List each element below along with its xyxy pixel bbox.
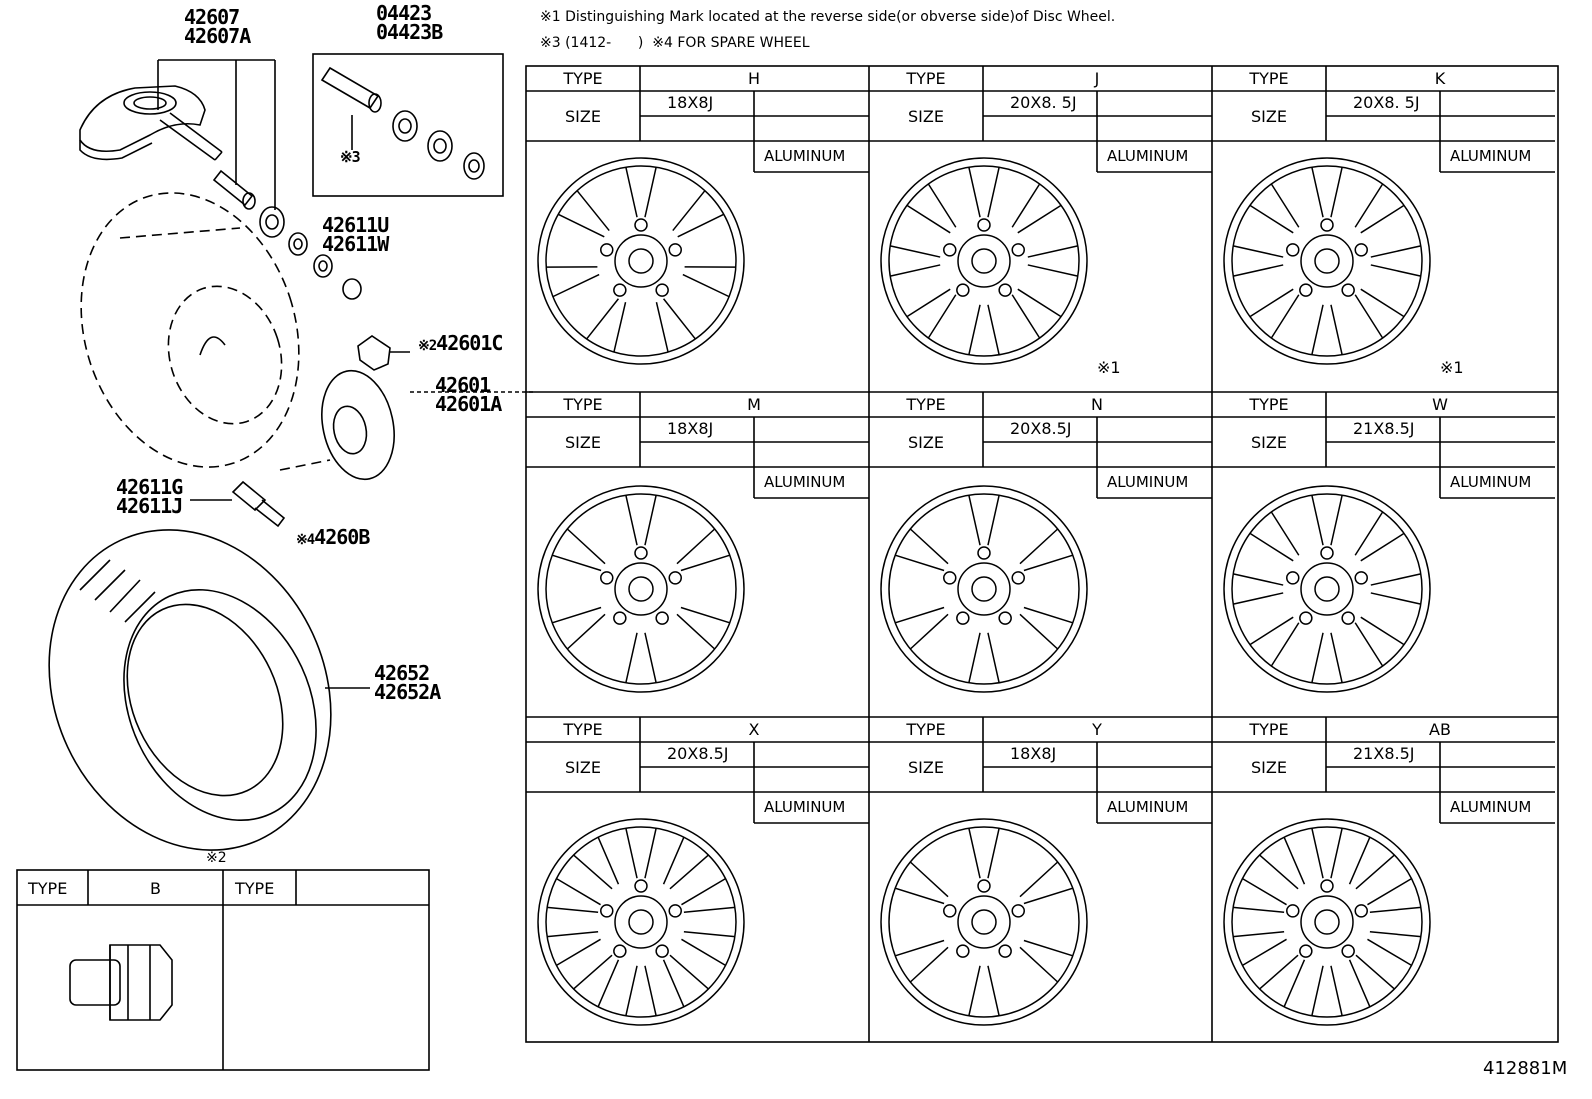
size-label: SIZE xyxy=(1251,758,1287,777)
distinguishing-mark-label: ※1 xyxy=(1440,358,1464,377)
label-valve-stem: 42611G 42611J xyxy=(116,475,183,518)
wheel-type-k: K xyxy=(1434,69,1446,88)
figure-id: 412881M xyxy=(1483,1058,1568,1079)
type-label: TYPE xyxy=(906,720,946,739)
size-label: SIZE xyxy=(565,758,601,777)
wheel-type-n: N xyxy=(1091,395,1103,414)
wheel-size: 18X8J xyxy=(667,419,714,438)
material-label: ALUMINUM xyxy=(1450,147,1532,165)
wheel-type-ab: AB xyxy=(1429,720,1451,739)
lug-nut-b-icon xyxy=(69,944,173,1021)
note-distinguishing-mark: ※1 Distinguishing Mark located at the re… xyxy=(540,9,1116,25)
wheel-j-icon xyxy=(880,157,1088,365)
type-label: TYPE xyxy=(1249,69,1289,88)
nut-table-type-b: B xyxy=(150,879,161,898)
label-valve-cap: 42611U 42611W xyxy=(322,213,389,256)
washer-icon xyxy=(259,206,285,238)
wheel-h-icon xyxy=(537,157,745,365)
material-label: ALUMINUM xyxy=(764,473,846,491)
note-date-spare: ※3 (1412- ) ※4 FOR SPARE WHEEL xyxy=(540,35,810,51)
wheel-m-icon xyxy=(537,485,745,693)
label-sensor: 42607 42607A xyxy=(184,5,251,48)
material-label: ALUMINUM xyxy=(764,147,846,165)
valve-kit-icon xyxy=(320,66,485,180)
wheel-type-x: X xyxy=(748,720,760,739)
wheel-size: 20X8. 5J xyxy=(1353,93,1420,112)
wheel-type-y: Y xyxy=(1092,720,1102,739)
size-label: SIZE xyxy=(908,433,944,452)
lug-nut-icon xyxy=(357,335,410,371)
wheel-w-icon xyxy=(1223,485,1431,693)
size-label: SIZE xyxy=(1251,107,1287,126)
type-label: TYPE xyxy=(563,69,603,88)
wheel-x-icon xyxy=(537,818,745,1026)
wheel-size: 20X8.5J xyxy=(1010,419,1072,438)
type-label: TYPE xyxy=(563,720,603,739)
wheel-size: 18X8J xyxy=(667,93,714,112)
wheel-type-h: H xyxy=(747,69,761,88)
size-label: SIZE xyxy=(565,433,601,452)
label-spare: ※44260B xyxy=(296,525,370,549)
valve-kit-box xyxy=(312,53,504,197)
wheel-size: 18X8J xyxy=(1010,744,1057,763)
wheel-type-w: W xyxy=(1432,395,1448,414)
size-label: SIZE xyxy=(908,107,944,126)
size-label: SIZE xyxy=(908,758,944,777)
tire-icon xyxy=(48,529,370,851)
label-lug-nut: ※242601C xyxy=(418,331,503,355)
type-label: TYPE xyxy=(1249,395,1289,414)
material-label: ALUMINUM xyxy=(764,798,846,816)
nut-table-type-label: TYPE xyxy=(28,879,68,898)
hub-ornament-icon xyxy=(321,369,395,481)
label-tire: 42652 42652A xyxy=(374,661,441,704)
wheel-y-icon xyxy=(880,818,1088,1026)
tpms-sensor-icon xyxy=(79,85,223,161)
type-label: TYPE xyxy=(1249,720,1289,739)
valve-stem-icon xyxy=(212,169,256,210)
type-label: TYPE xyxy=(563,395,603,414)
nut-table-marker: ※2 xyxy=(206,850,227,866)
wheel-size: 21X8.5J xyxy=(1353,419,1415,438)
wheel-outline-icon xyxy=(80,192,300,468)
material-label: ALUMINUM xyxy=(1450,798,1532,816)
distinguishing-mark-label: ※1 xyxy=(1097,358,1121,377)
label-disc-wheel: 42601 42601A xyxy=(435,373,502,416)
material-label: ALUMINUM xyxy=(1450,473,1532,491)
label-valve-kit: 04423 04423B xyxy=(376,1,443,44)
label-valve-marker: ※3 xyxy=(340,148,361,166)
type-label: TYPE xyxy=(906,395,946,414)
wheel-size: 20X8. 5J xyxy=(1010,93,1077,112)
wheel-type-grid xyxy=(525,65,1559,1043)
size-label: SIZE xyxy=(565,107,601,126)
wheel-n-icon xyxy=(880,485,1088,693)
wheel-size: 20X8.5J xyxy=(667,744,729,763)
type-label: TYPE xyxy=(906,69,946,88)
spare-valve-stem-icon xyxy=(190,480,286,528)
wheel-type-j: J xyxy=(1094,69,1100,88)
material-label: ALUMINUM xyxy=(1107,147,1189,165)
material-label: ALUMINUM xyxy=(1107,798,1189,816)
wheel-size: 21X8.5J xyxy=(1353,744,1415,763)
nut-table-type-label-2: TYPE xyxy=(235,879,275,898)
wheel-type-m: M xyxy=(747,395,761,414)
size-label: SIZE xyxy=(1251,433,1287,452)
wheel-k-icon xyxy=(1223,157,1431,365)
material-label: ALUMINUM xyxy=(1107,473,1189,491)
wheel-ab-icon xyxy=(1223,818,1431,1026)
